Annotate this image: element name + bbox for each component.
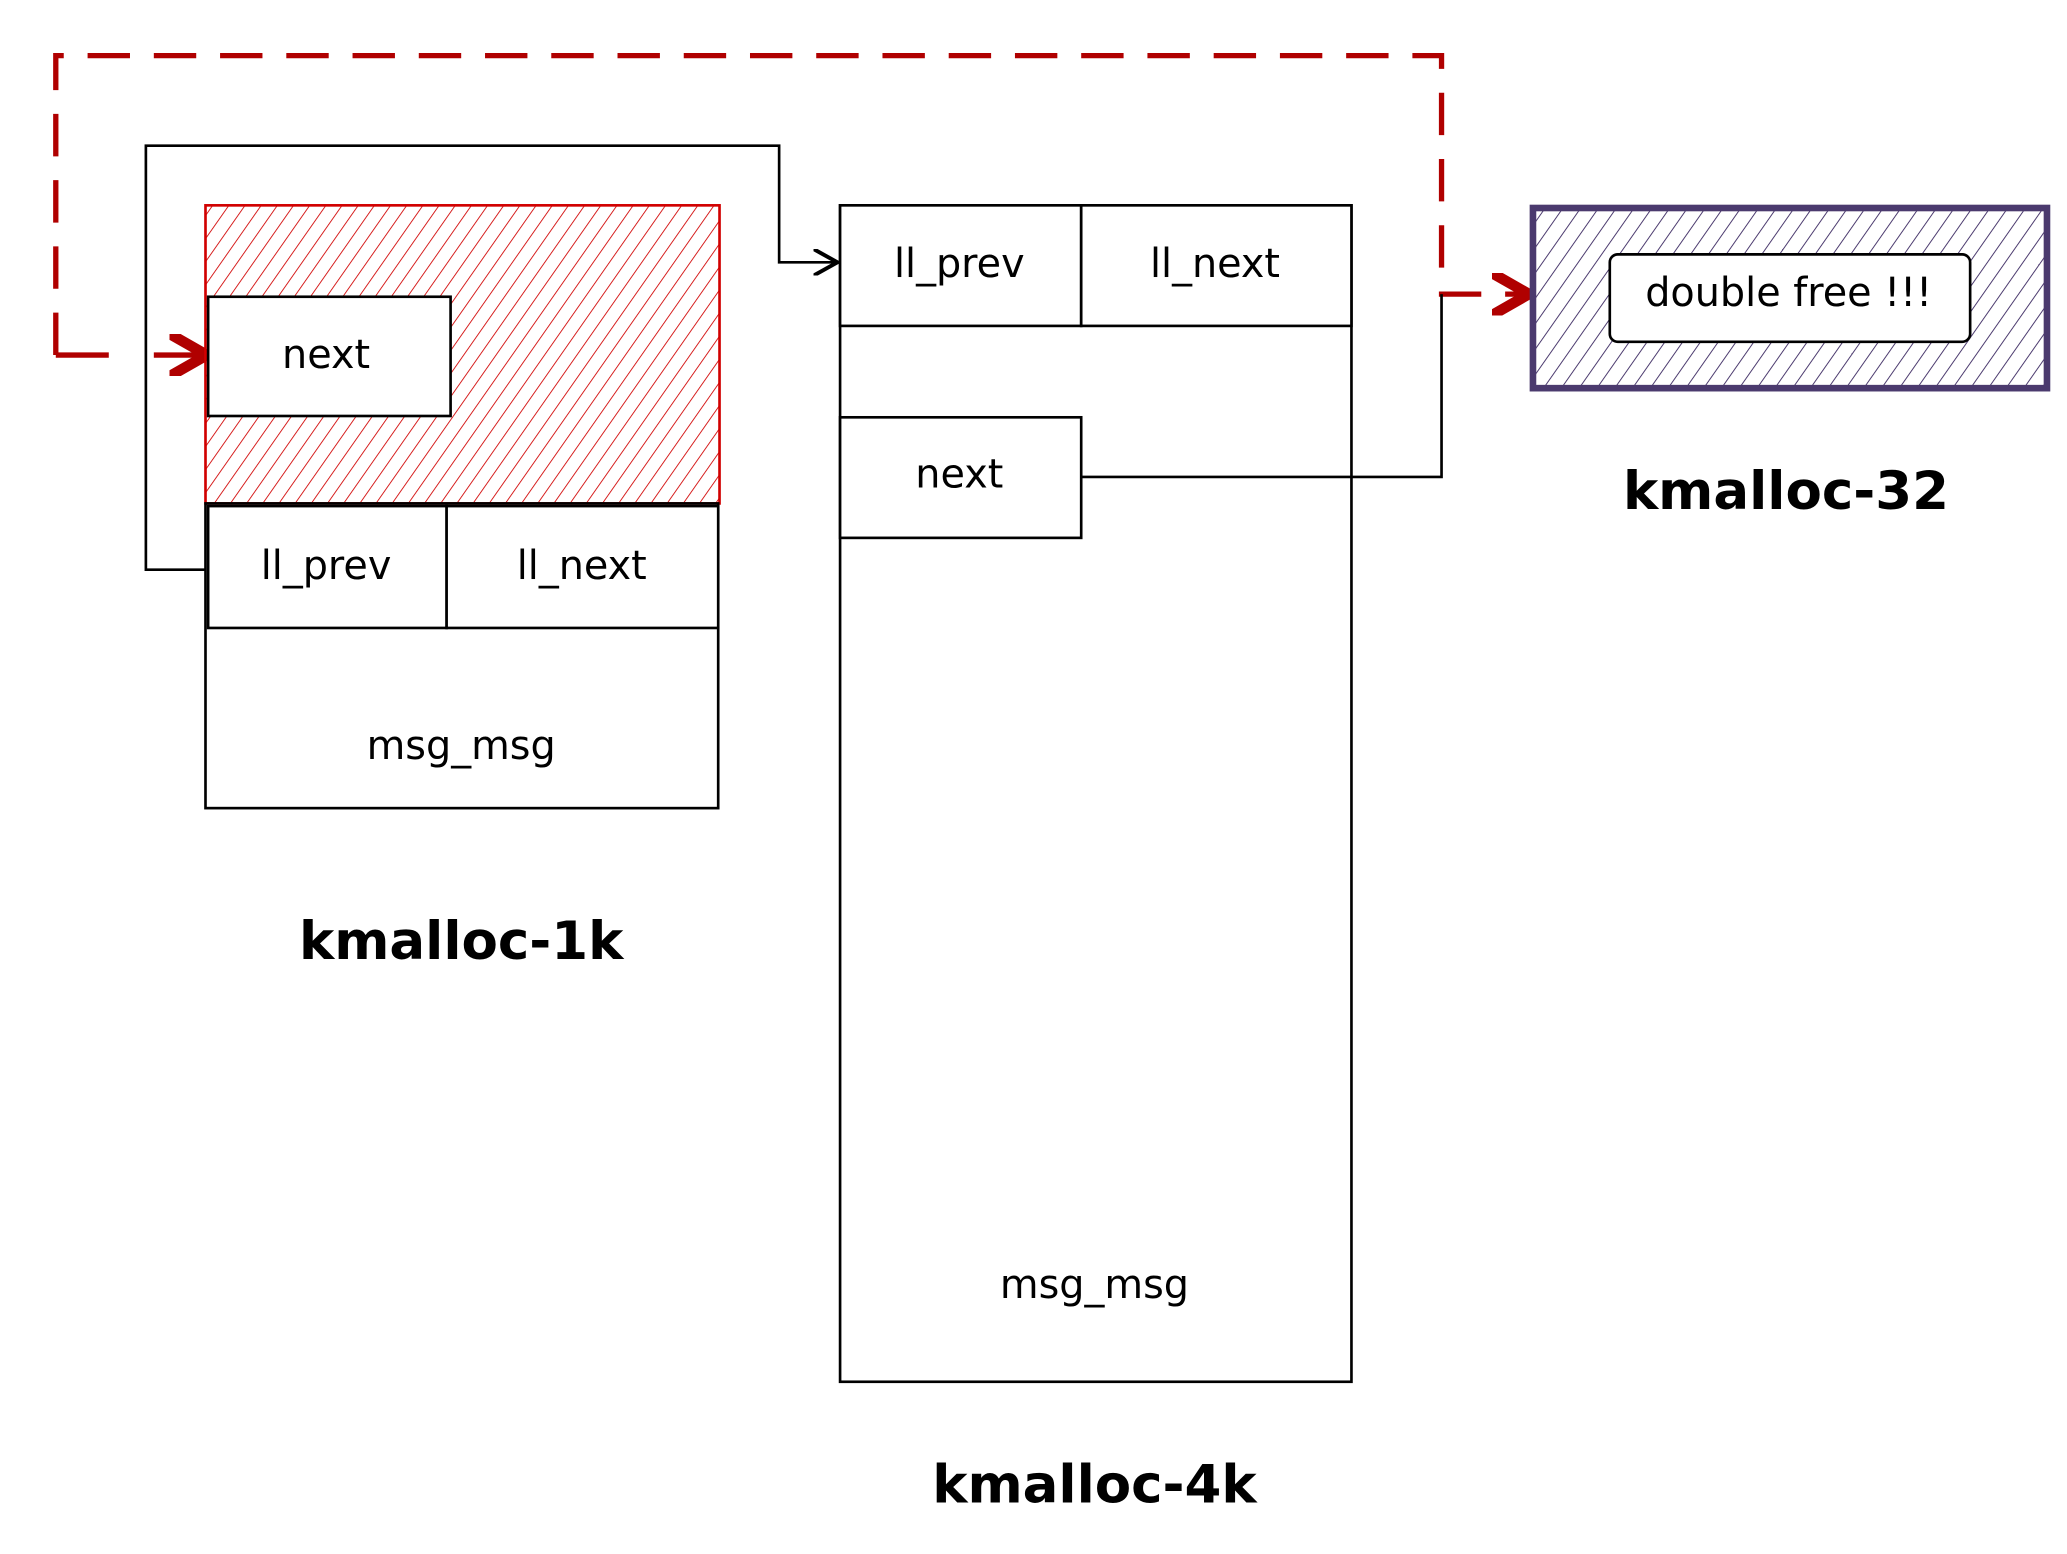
double-free-note: double free !!! xyxy=(1645,270,1932,316)
ll-next-label-1k: ll_next xyxy=(517,543,647,589)
msg-msg-1k xyxy=(204,502,720,810)
next-field-4k xyxy=(838,415,1083,540)
ll-next-field-4k xyxy=(1079,204,1353,328)
kmalloc-4k-title: kmalloc-4k xyxy=(932,1454,1258,1515)
next-field-1k xyxy=(206,295,452,418)
ll-next-label-4k: ll_next xyxy=(1150,241,1280,287)
msg-msg-label-1k: msg_msg xyxy=(367,723,556,769)
msg-msg-4k xyxy=(838,204,1353,1384)
kmalloc-1k-slab: next ll_prev ll_next msg_msg kmalloc-1k xyxy=(144,144,835,972)
next-pointer-line xyxy=(1081,294,1443,479)
ll-prev-label-1k: ll_prev xyxy=(261,543,392,589)
ll-prev-link-line xyxy=(144,144,835,571)
kmalloc-32-slab: double free !!! kmalloc-32 xyxy=(1529,204,2051,522)
kmalloc-1k-title: kmalloc-1k xyxy=(299,911,625,972)
kmalloc-32-title: kmalloc-32 xyxy=(1623,461,1949,522)
ll-prev-field-1k xyxy=(206,504,448,630)
dashed-double-free-path xyxy=(53,52,1524,356)
kmalloc-4k-slab: ll_prev ll_next next msg_msg kmalloc-4k xyxy=(838,204,1443,1515)
ll-prev-label-4k: ll_prev xyxy=(894,241,1025,287)
double-free-note-box xyxy=(1608,253,1972,344)
next-label-4k: next xyxy=(915,451,1003,497)
ll-next-field-1k xyxy=(445,504,720,630)
next-label-1k: next xyxy=(282,332,370,378)
msg-msg-label-4k: msg_msg xyxy=(1000,1262,1189,1308)
ll-prev-field-4k xyxy=(838,204,1083,328)
